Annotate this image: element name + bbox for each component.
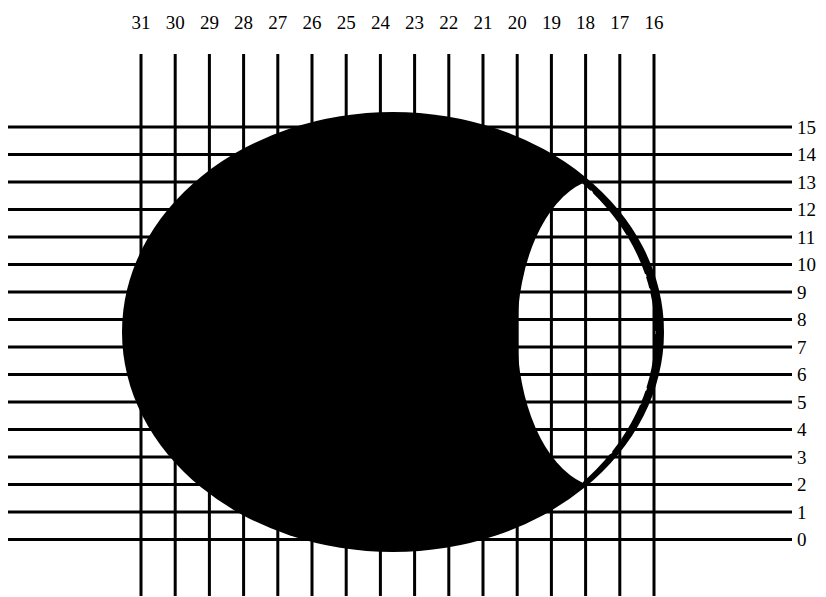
row-number: 9 — [797, 283, 807, 302]
column-number: 28 — [234, 13, 253, 32]
grid-lines — [8, 54, 792, 596]
bit-column-line — [447, 54, 450, 596]
row-number: 0 — [797, 530, 807, 549]
bit-row-line — [8, 538, 792, 541]
column-number: 25 — [337, 13, 356, 32]
bit-column-line — [413, 54, 416, 596]
bit-column-line — [653, 54, 656, 596]
column-number: 30 — [166, 13, 185, 32]
column-number: 22 — [439, 13, 458, 32]
bit-column-line — [618, 54, 621, 596]
row-number: 11 — [797, 228, 815, 247]
column-number: 23 — [405, 13, 424, 32]
row-number: 10 — [797, 255, 816, 274]
row-number: 4 — [797, 420, 807, 439]
bit-row-line — [8, 236, 792, 239]
bit-row-line — [8, 456, 792, 459]
bit-column-line — [208, 54, 211, 596]
column-number: 18 — [576, 13, 595, 32]
column-number: 21 — [474, 13, 493, 32]
bit-column-line — [584, 54, 587, 596]
bit-column-line — [174, 54, 177, 596]
row-number: 13 — [797, 173, 816, 192]
bit-column-line — [242, 54, 245, 596]
bit-row-line — [8, 373, 792, 376]
column-number: 19 — [542, 13, 561, 32]
column-number: 16 — [645, 13, 664, 32]
bit-column-line — [516, 54, 519, 596]
row-number: 3 — [797, 448, 807, 467]
bit-row-line — [8, 401, 792, 404]
row-number: 6 — [797, 365, 807, 384]
column-number: 24 — [371, 13, 390, 32]
bit-row-line — [8, 208, 792, 211]
bit-row-line — [8, 346, 792, 349]
row-number: 2 — [797, 475, 807, 494]
bit-row-line — [8, 126, 792, 129]
bit-row-line — [8, 318, 792, 321]
bit-column-line — [276, 54, 279, 596]
bit-column-line — [140, 54, 143, 596]
row-number: 7 — [797, 338, 807, 357]
row-number: 15 — [797, 118, 816, 137]
row-number: 14 — [797, 145, 816, 164]
row-number: 12 — [797, 200, 816, 219]
row-number: 1 — [797, 503, 807, 522]
bit-column-line — [379, 54, 382, 596]
column-number: 29 — [200, 13, 219, 32]
bit-column-line — [345, 54, 348, 596]
column-number: 31 — [132, 13, 151, 32]
bit-row-line — [8, 181, 792, 184]
bit-row-line — [8, 483, 792, 486]
bit-row-line — [8, 291, 792, 294]
column-number: 17 — [610, 13, 629, 32]
row-number: 8 — [797, 310, 807, 329]
column-number: 26 — [303, 13, 322, 32]
bit-row-line — [8, 153, 792, 156]
bit-column-line — [311, 54, 314, 596]
column-number: 20 — [508, 13, 527, 32]
bit-row-line — [8, 511, 792, 514]
bit-row-line — [8, 428, 792, 431]
column-number: 27 — [268, 13, 287, 32]
row-number: 5 — [797, 393, 807, 412]
bit-row-line — [8, 263, 792, 266]
bit-column-line — [482, 54, 485, 596]
bit-column-line — [550, 54, 553, 596]
